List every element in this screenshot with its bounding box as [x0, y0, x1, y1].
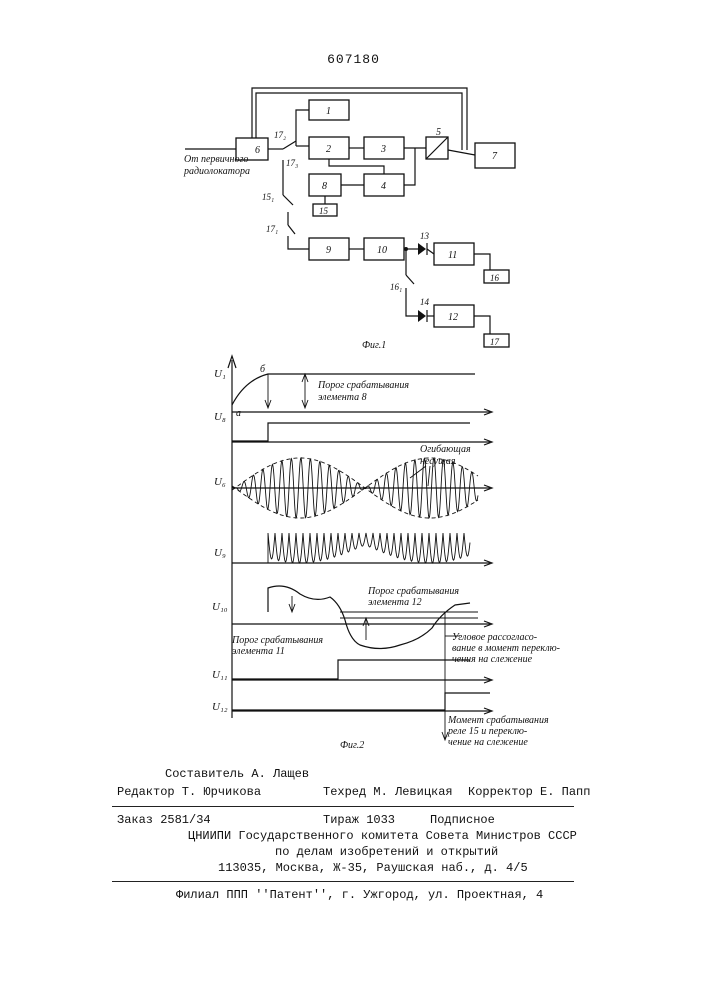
block-1-num: 1	[326, 106, 331, 117]
label-u12: U₁₂	[212, 701, 228, 713]
point-a: а	[236, 408, 241, 419]
u12-curve	[232, 693, 490, 710]
mismatch-l2: вание в момент переклю-	[452, 643, 560, 654]
input-label-2: радиолокатора	[183, 166, 250, 177]
contact-17-2: 17₂	[274, 130, 286, 140]
footer-circulation: Тираж 1033	[323, 813, 395, 827]
envelope-l2: несущая	[420, 456, 456, 467]
block-8-num: 8	[322, 181, 327, 192]
footer-compiler: Составитель А. Лащев	[165, 767, 309, 781]
point-b: б	[260, 364, 266, 375]
mismatch-l1: Угловое рассогласо-	[452, 632, 537, 643]
contact-15-1: 15₁	[262, 192, 274, 202]
moment-l2: реле 15 и переклю-	[447, 726, 527, 737]
block-15-num: 15	[319, 206, 329, 216]
footer-corrector: Корректор Е. Папп	[468, 785, 590, 799]
threshold-8-l1: Порог срабатывания	[317, 380, 409, 391]
block-5-num: 5	[436, 127, 441, 138]
footer-branch: Филиал ППП ''Патент'', г. Ужгород, ул. П…	[176, 888, 543, 902]
threshold-12-l2: элемента 12	[368, 597, 422, 608]
label-u6: U₆	[214, 476, 226, 488]
threshold-11-l2: элемента 11	[232, 646, 285, 657]
threshold-11-l1: Порог срабатывания	[231, 635, 323, 646]
block-3-num: 3	[380, 144, 386, 155]
u8-curve	[232, 423, 470, 441]
block-2-num: 2	[326, 144, 331, 155]
contact-17-1: 17₁	[266, 224, 278, 234]
diode-14-num: 14	[420, 297, 430, 307]
threshold-8-l2: элемента 8	[318, 392, 367, 403]
threshold-12-l1: Порог срабатывания	[367, 586, 459, 597]
contact-16-1: 16₁	[390, 282, 402, 292]
block-6-num: 6	[255, 145, 260, 156]
u11-curve	[232, 660, 470, 679]
mismatch-l3: чения на слежение	[452, 654, 533, 665]
contact-17-3: 17₃	[286, 158, 298, 168]
fig1-block-diagram: 6 1 2 3 5 7 4 8 15 9 10 13 11 16 14 12 1…	[183, 88, 515, 351]
footer-techred: Техред М. Левицкая	[323, 785, 453, 799]
block-16-num: 16	[490, 273, 500, 283]
u9-signal	[232, 533, 470, 563]
moment-l1: Момент срабатывания	[447, 715, 549, 726]
block-11-num: 11	[448, 250, 457, 261]
block-12-num: 12	[448, 312, 458, 323]
fig2-timing-diagram: U₁ U₈ U₆ U₉ U₁₀ U₁₁ U₁₂ а б Порог срабат…	[212, 356, 560, 751]
footer-org-1: ЦНИИПИ Государственного комитета Совета …	[188, 829, 577, 843]
footer-rule-1	[112, 806, 574, 807]
label-u1: U₁	[214, 368, 226, 380]
block-10-num: 10	[377, 245, 387, 256]
input-label-1: От первичного	[184, 154, 248, 165]
footer-order: Заказ 2581/34	[117, 813, 211, 827]
block-17-num: 17	[490, 337, 500, 347]
footer-rule-2	[112, 881, 574, 882]
label-u10: U₁₀	[212, 601, 228, 613]
fig2-caption: Фиг.2	[340, 740, 364, 751]
envelope-l1: Огибающая	[420, 444, 471, 455]
label-u9: U₉	[214, 547, 226, 559]
footer-editor: Редактор Т. Юрчикова	[117, 785, 261, 799]
label-u8: U₈	[214, 411, 226, 423]
footer-org-2: по делам изобретений и открытий	[275, 845, 498, 859]
block-9-num: 9	[326, 245, 331, 256]
footer-subscription: Подписное	[430, 813, 495, 827]
fig1-caption: Фиг.1	[362, 340, 386, 351]
diode-13-num: 13	[420, 231, 430, 241]
block-4-num: 4	[381, 181, 386, 192]
footer-address: 113035, Москва, Ж-35, Раушская наб., д. …	[218, 861, 528, 875]
label-u11: U₁₁	[212, 669, 228, 681]
moment-l3: чение на слежение	[448, 737, 528, 748]
